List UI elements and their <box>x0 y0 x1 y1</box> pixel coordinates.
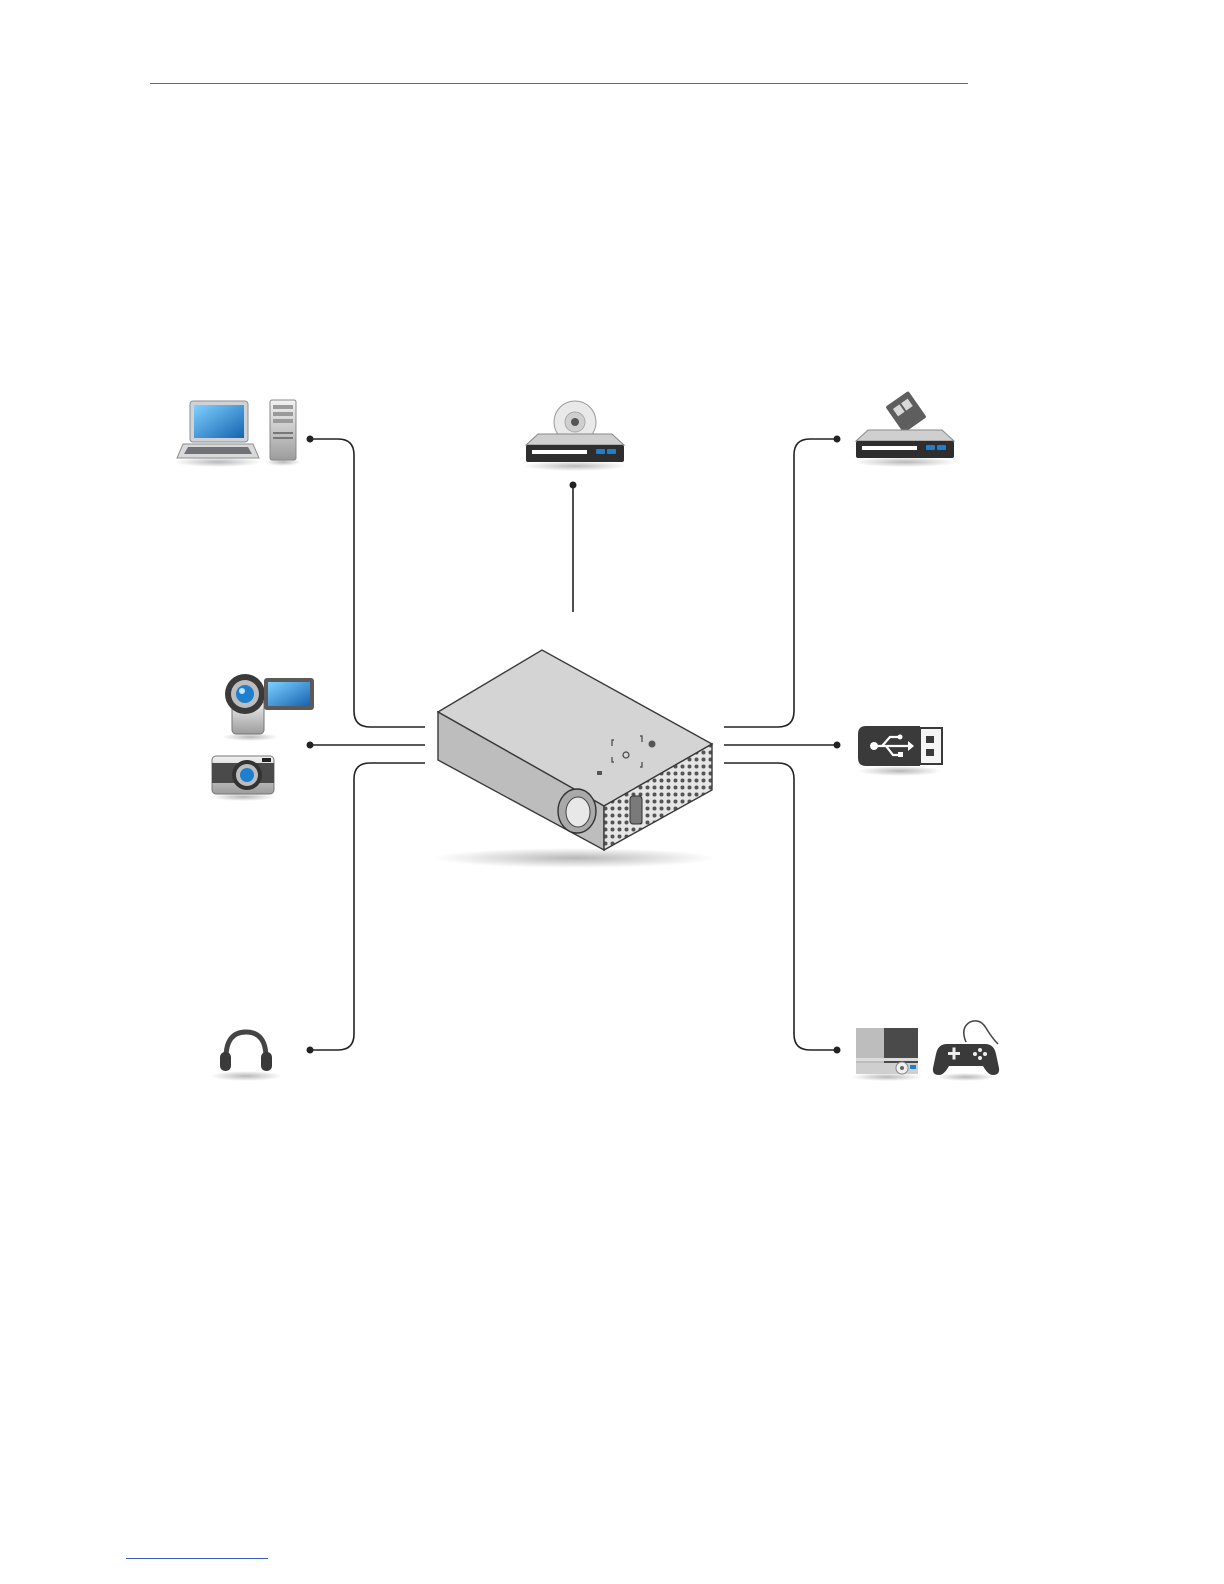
set-top-box-icon <box>853 391 957 467</box>
gamepad-icon <box>933 1021 999 1081</box>
laptop-icon <box>174 401 262 467</box>
headphones-icon <box>210 1032 282 1081</box>
connector-computer <box>310 439 425 727</box>
connector-dot <box>570 482 577 489</box>
desktop-tower-icon <box>265 400 301 466</box>
connector-dot <box>307 436 314 443</box>
connector-headphones <box>310 763 425 1050</box>
connector-dot <box>834 436 841 443</box>
connector-dot <box>307 1047 314 1054</box>
footer-rule <box>126 1558 268 1559</box>
connector-game-console <box>724 763 837 1050</box>
connector-dot <box>834 1047 841 1054</box>
game-console-icon <box>851 1028 923 1081</box>
connector-set-top-box <box>724 439 837 727</box>
connector-dot <box>834 742 841 749</box>
digital-camera-icon <box>211 756 275 801</box>
usb-drive-icon <box>858 726 942 776</box>
camcorder-icon <box>222 674 314 741</box>
dvd-player-icon <box>523 401 627 471</box>
connector-dot <box>307 742 314 749</box>
projector-icon <box>435 650 715 868</box>
